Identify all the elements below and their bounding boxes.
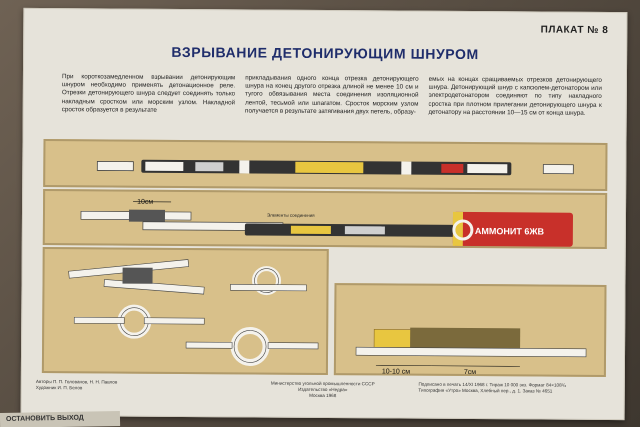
knot-step-3 [73, 304, 205, 339]
footer-artist-line: Художник И. П. Белов [35, 384, 83, 391]
overlap-splice-illustration: 10см Элементы соединения АММОНИТ 6ЖВ [80, 199, 573, 247]
knot-step-1 [68, 259, 205, 295]
sea-knot-illustration [68, 259, 319, 366]
left-cord-end [96, 161, 134, 172]
dimension-label-top: 10см [137, 199, 153, 206]
text-column-1: При короткозамедленном взрывании детонир… [61, 73, 236, 114]
right-cord-end [542, 164, 574, 175]
poster-title: ВЗРЫВАНИЕ ДЕТОНИРУЮЩИМ ШНУРОМ [171, 43, 479, 63]
footer-city-year: Москва 1968 [309, 392, 337, 399]
panel-sea-knot [41, 247, 329, 376]
charge-grey-segment [344, 226, 385, 235]
knot-step-2 [230, 266, 307, 296]
dimension-label-left: 10-10 см [382, 368, 410, 375]
poster-number: ПЛАКАТ № 8 [540, 24, 609, 36]
dimension-label-right: 7см [464, 369, 476, 376]
detonator-splice-illustration: 10-10 см 7см [355, 327, 587, 376]
panel-cord-splice [43, 139, 608, 191]
small-caption: Элементы соединения [267, 213, 315, 218]
panel-overlap-splice: 10см Элементы соединения АММОНИТ 6ЖВ [42, 189, 608, 249]
cord-along [355, 346, 587, 358]
poster-sheet: ПЛАКАТ № 8 ВЗРЫВАНИЕ ДЕТОНИРУЮЩИМ ШНУРОМ… [20, 7, 628, 421]
wrapped-section [410, 327, 521, 351]
charge-yellow-segment [290, 225, 331, 235]
explosive-cartridge [452, 211, 573, 247]
text-columns: При короткозамедленном взрывании детонир… [62, 73, 602, 141]
knot-step-4 [185, 326, 319, 366]
cartridge-label: АММОНИТ 6ЖВ [475, 226, 545, 236]
cord-splice-illustration [96, 159, 574, 176]
footer-authors: Авторы П. П. Голованов, Н. Н. Павлов Худ… [36, 379, 228, 416]
tape-wrap [128, 209, 166, 222]
under-strip-paper: ОСТАНОВИТЬ ВЫХОД [0, 410, 121, 427]
footer-print-info: Подписано в печать 14/XI 1968 г. Тираж 1… [418, 382, 610, 419]
footer-publisher: Министерство угольной промышленности ССС… [227, 380, 419, 417]
text-column-2: прикладывания одного конца отрезка детон… [245, 74, 419, 116]
panel-detonator-splice: 10-10 см 7см [333, 283, 607, 377]
footer-print-line-2: Типография «Утро» Москва, Хлебный пер., … [418, 387, 553, 394]
dimension-line-right [431, 365, 520, 367]
text-column-3: емых на концах сращиваемых отрезков дето… [428, 75, 602, 117]
cord-loop [452, 219, 474, 241]
cord-core [141, 159, 512, 176]
